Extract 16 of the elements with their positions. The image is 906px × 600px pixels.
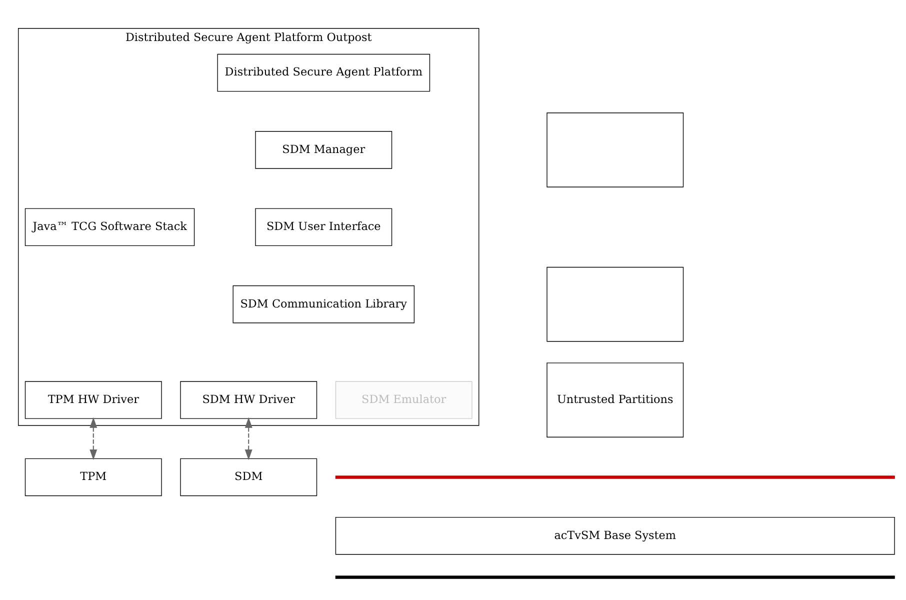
node-box (546, 266, 684, 342)
node-box: TPM HW Driver (24, 381, 162, 419)
arrow (244, 417, 252, 460)
node-box: Untrusted Partitions (546, 362, 684, 438)
node-box: SDM Communication Library (232, 285, 415, 324)
node-box: SDM HW Driver (180, 381, 318, 419)
node-box (546, 112, 684, 188)
node-box: SDM User Interface (255, 208, 392, 246)
node-box: SDM Emulator (335, 381, 472, 419)
node-box: TPM (24, 458, 162, 496)
node-box: Java™ TCG Software Stack (24, 208, 195, 246)
arrow (90, 417, 98, 460)
node-box: Distributed Secure Agent Platform (217, 54, 430, 92)
node-box: acTvSM Base System (335, 516, 895, 555)
node-box: SDM (180, 458, 318, 496)
node-box: SDM Manager (255, 131, 392, 169)
